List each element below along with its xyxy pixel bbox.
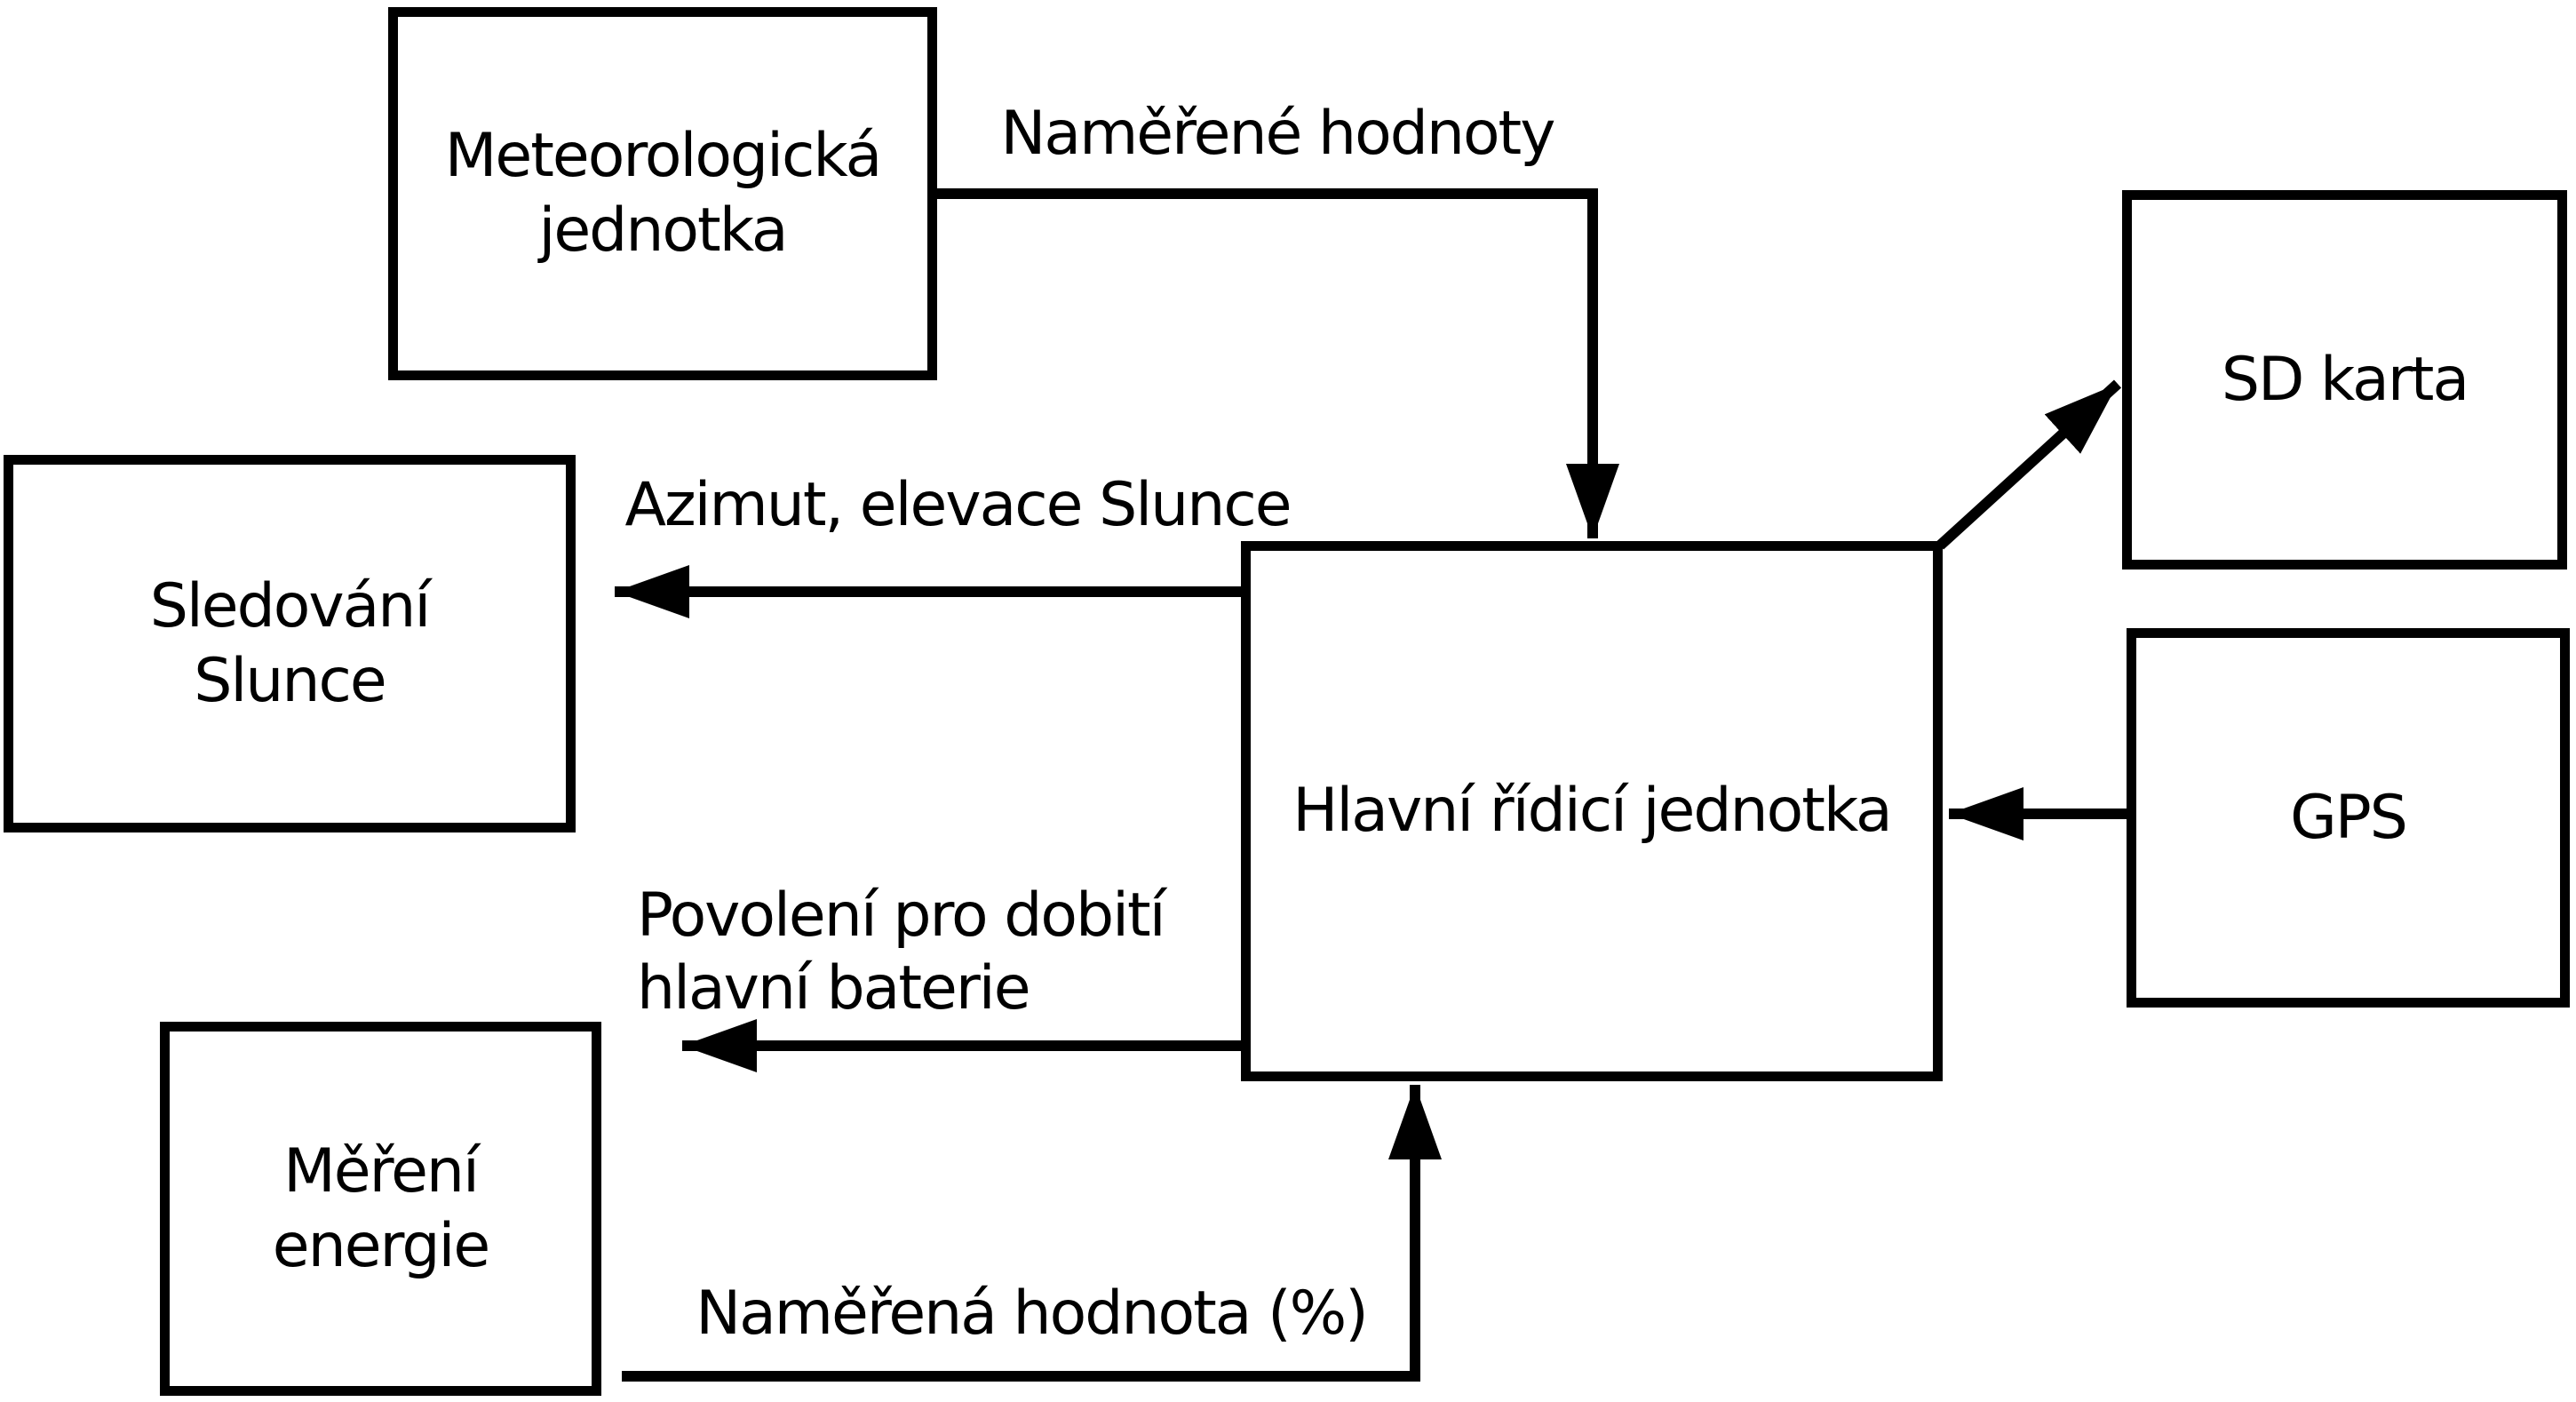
edge-label-measured-percent: Naměřená hodnota (%) [696, 1279, 1368, 1349]
sun-tracking-label: Sledování Slunce [149, 570, 432, 716]
energy-measurement-label: Měření energie [272, 1135, 490, 1281]
edge-label-charge-permission: Povolení pro dobití hlavní baterie [637, 880, 1166, 1024]
arrow-energy-to-main [622, 1085, 1442, 1382]
node-energy-measurement: Měření energie [160, 1022, 601, 1396]
node-meteorological-unit: Meteorologická jednotka [388, 7, 937, 380]
node-gps: GPS [2127, 628, 2570, 1008]
node-sun-tracking: Sledování Slunce [4, 455, 576, 832]
meteorological-unit-label: Meteorologická jednotka [444, 121, 882, 266]
node-sd-card: SD karta [2122, 190, 2567, 570]
sd-card-label: SD karta [2221, 344, 2469, 415]
arrow-meteo-to-main [931, 188, 1619, 538]
edge-label-measured-values: Naměřené hodnoty [1000, 99, 1556, 169]
arrow-main-to-sd-card [1936, 379, 2122, 550]
main-control-unit-label: Hlavní řídicí jednotka [1292, 776, 1892, 847]
node-main-control-unit: Hlavní řídicí jednotka [1241, 541, 1943, 1081]
edge-label-azimuth-elevation: Azimut, elevace Slunce [624, 470, 1292, 540]
gps-label: GPS [2290, 782, 2408, 853]
